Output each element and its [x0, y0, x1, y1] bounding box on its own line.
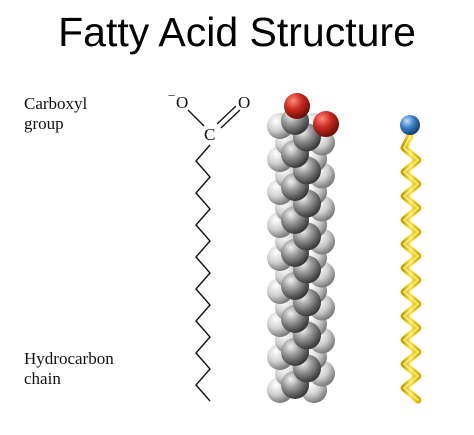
space-filling-model: [267, 93, 339, 403]
double-bond-a: [216, 105, 237, 125]
ribbon-highlight: [403, 135, 419, 401]
hydrocarbon-label-line1: Hydrocarbon: [24, 349, 114, 368]
carboxyl-label-line1: Carboxyl: [24, 94, 88, 113]
yellow-chain-ribbon: [400, 132, 422, 404]
oxygen-left-atom: O: [176, 93, 188, 112]
single-bond: [187, 109, 205, 127]
double-bond-b: [220, 109, 241, 129]
blue-head-bead: [400, 115, 420, 135]
ribbon-model: [400, 115, 422, 404]
hydrocarbon-chain-label: Hydrocarbon chain: [24, 349, 114, 389]
carboxyl-label-line2: group: [24, 114, 64, 133]
hydrocarbon-zigzag: [195, 144, 211, 402]
carbon-atom: C: [204, 125, 215, 144]
oxygen-right-atom: O: [238, 93, 250, 112]
skeletal-formula: − O O C: [168, 88, 250, 402]
diagram-title: Fatty Acid Structure: [58, 9, 416, 55]
oxygen-sphere: [284, 93, 310, 119]
oxygen-sphere: [313, 111, 339, 137]
carboxyl-group-label: Carboxyl group: [24, 94, 87, 134]
negative-charge: −: [168, 88, 175, 103]
hydrocarbon-label-line2: chain: [24, 369, 61, 388]
